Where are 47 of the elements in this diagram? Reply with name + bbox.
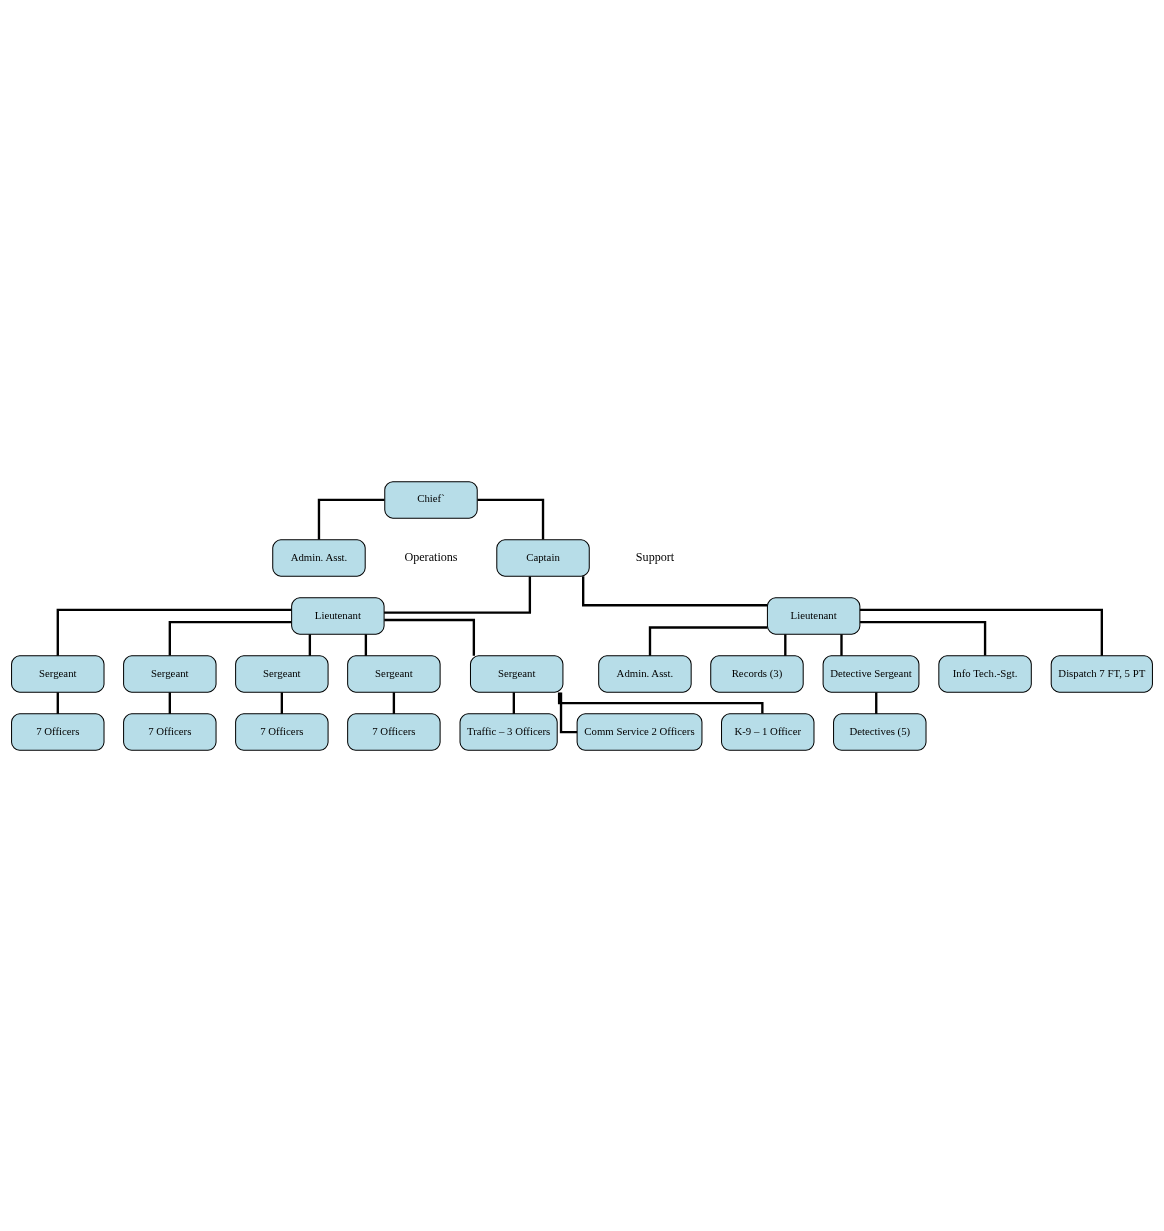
node-box: 7 Officers	[123, 712, 217, 751]
connector	[56, 691, 59, 714]
node-box: Captain	[496, 538, 590, 577]
connector	[648, 625, 768, 656]
label: Operations	[404, 549, 458, 564]
node-box: Detective Sergeant	[822, 654, 920, 693]
connector	[384, 575, 532, 614]
connector	[559, 691, 578, 733]
node-box: Sergeant	[469, 654, 564, 693]
node-box: Traffic – 3 Officers	[459, 712, 558, 751]
node-box: Records (3)	[710, 654, 804, 693]
connector	[784, 633, 787, 656]
node-box: Lieutenant	[766, 596, 861, 635]
connector	[557, 692, 764, 714]
connector	[317, 498, 385, 540]
label: Support	[635, 549, 675, 564]
node-box: Detectives (5)	[833, 712, 927, 751]
connector	[280, 691, 284, 714]
node-box: Admin. Asst.	[598, 654, 692, 693]
node-box: Sergeant	[347, 654, 441, 693]
node-box: Lieutenant	[291, 596, 385, 635]
connector	[392, 691, 396, 714]
connector	[168, 620, 292, 656]
node-box: Dispatch 7 FT, 5 PT	[1050, 654, 1153, 693]
connector	[582, 575, 768, 606]
node-box: Info Tech.-Sgt.	[938, 654, 1032, 693]
connector	[308, 633, 312, 656]
connector	[512, 691, 515, 714]
connector	[56, 608, 292, 656]
connector	[840, 633, 843, 656]
connector	[384, 618, 476, 656]
connector	[364, 633, 368, 656]
connector	[860, 620, 987, 656]
node-box: Sergeant	[235, 654, 329, 693]
node-box: Admin. Asst.	[272, 538, 366, 577]
node-box: 7 Officers	[347, 712, 441, 751]
node-box: K-9 – 1 Officer	[721, 712, 815, 751]
connector	[477, 498, 545, 540]
connector	[168, 691, 171, 714]
connector	[859, 608, 1103, 656]
node-box: 7 Officers	[235, 712, 329, 751]
node-box: Chief`	[384, 480, 478, 519]
node-box: 7 Officers	[11, 712, 105, 751]
node-box: Sergeant	[11, 654, 105, 693]
node-box: Sergeant	[123, 654, 217, 693]
connector	[875, 691, 878, 714]
node-box: Comm Service 2 Officers	[576, 712, 703, 751]
